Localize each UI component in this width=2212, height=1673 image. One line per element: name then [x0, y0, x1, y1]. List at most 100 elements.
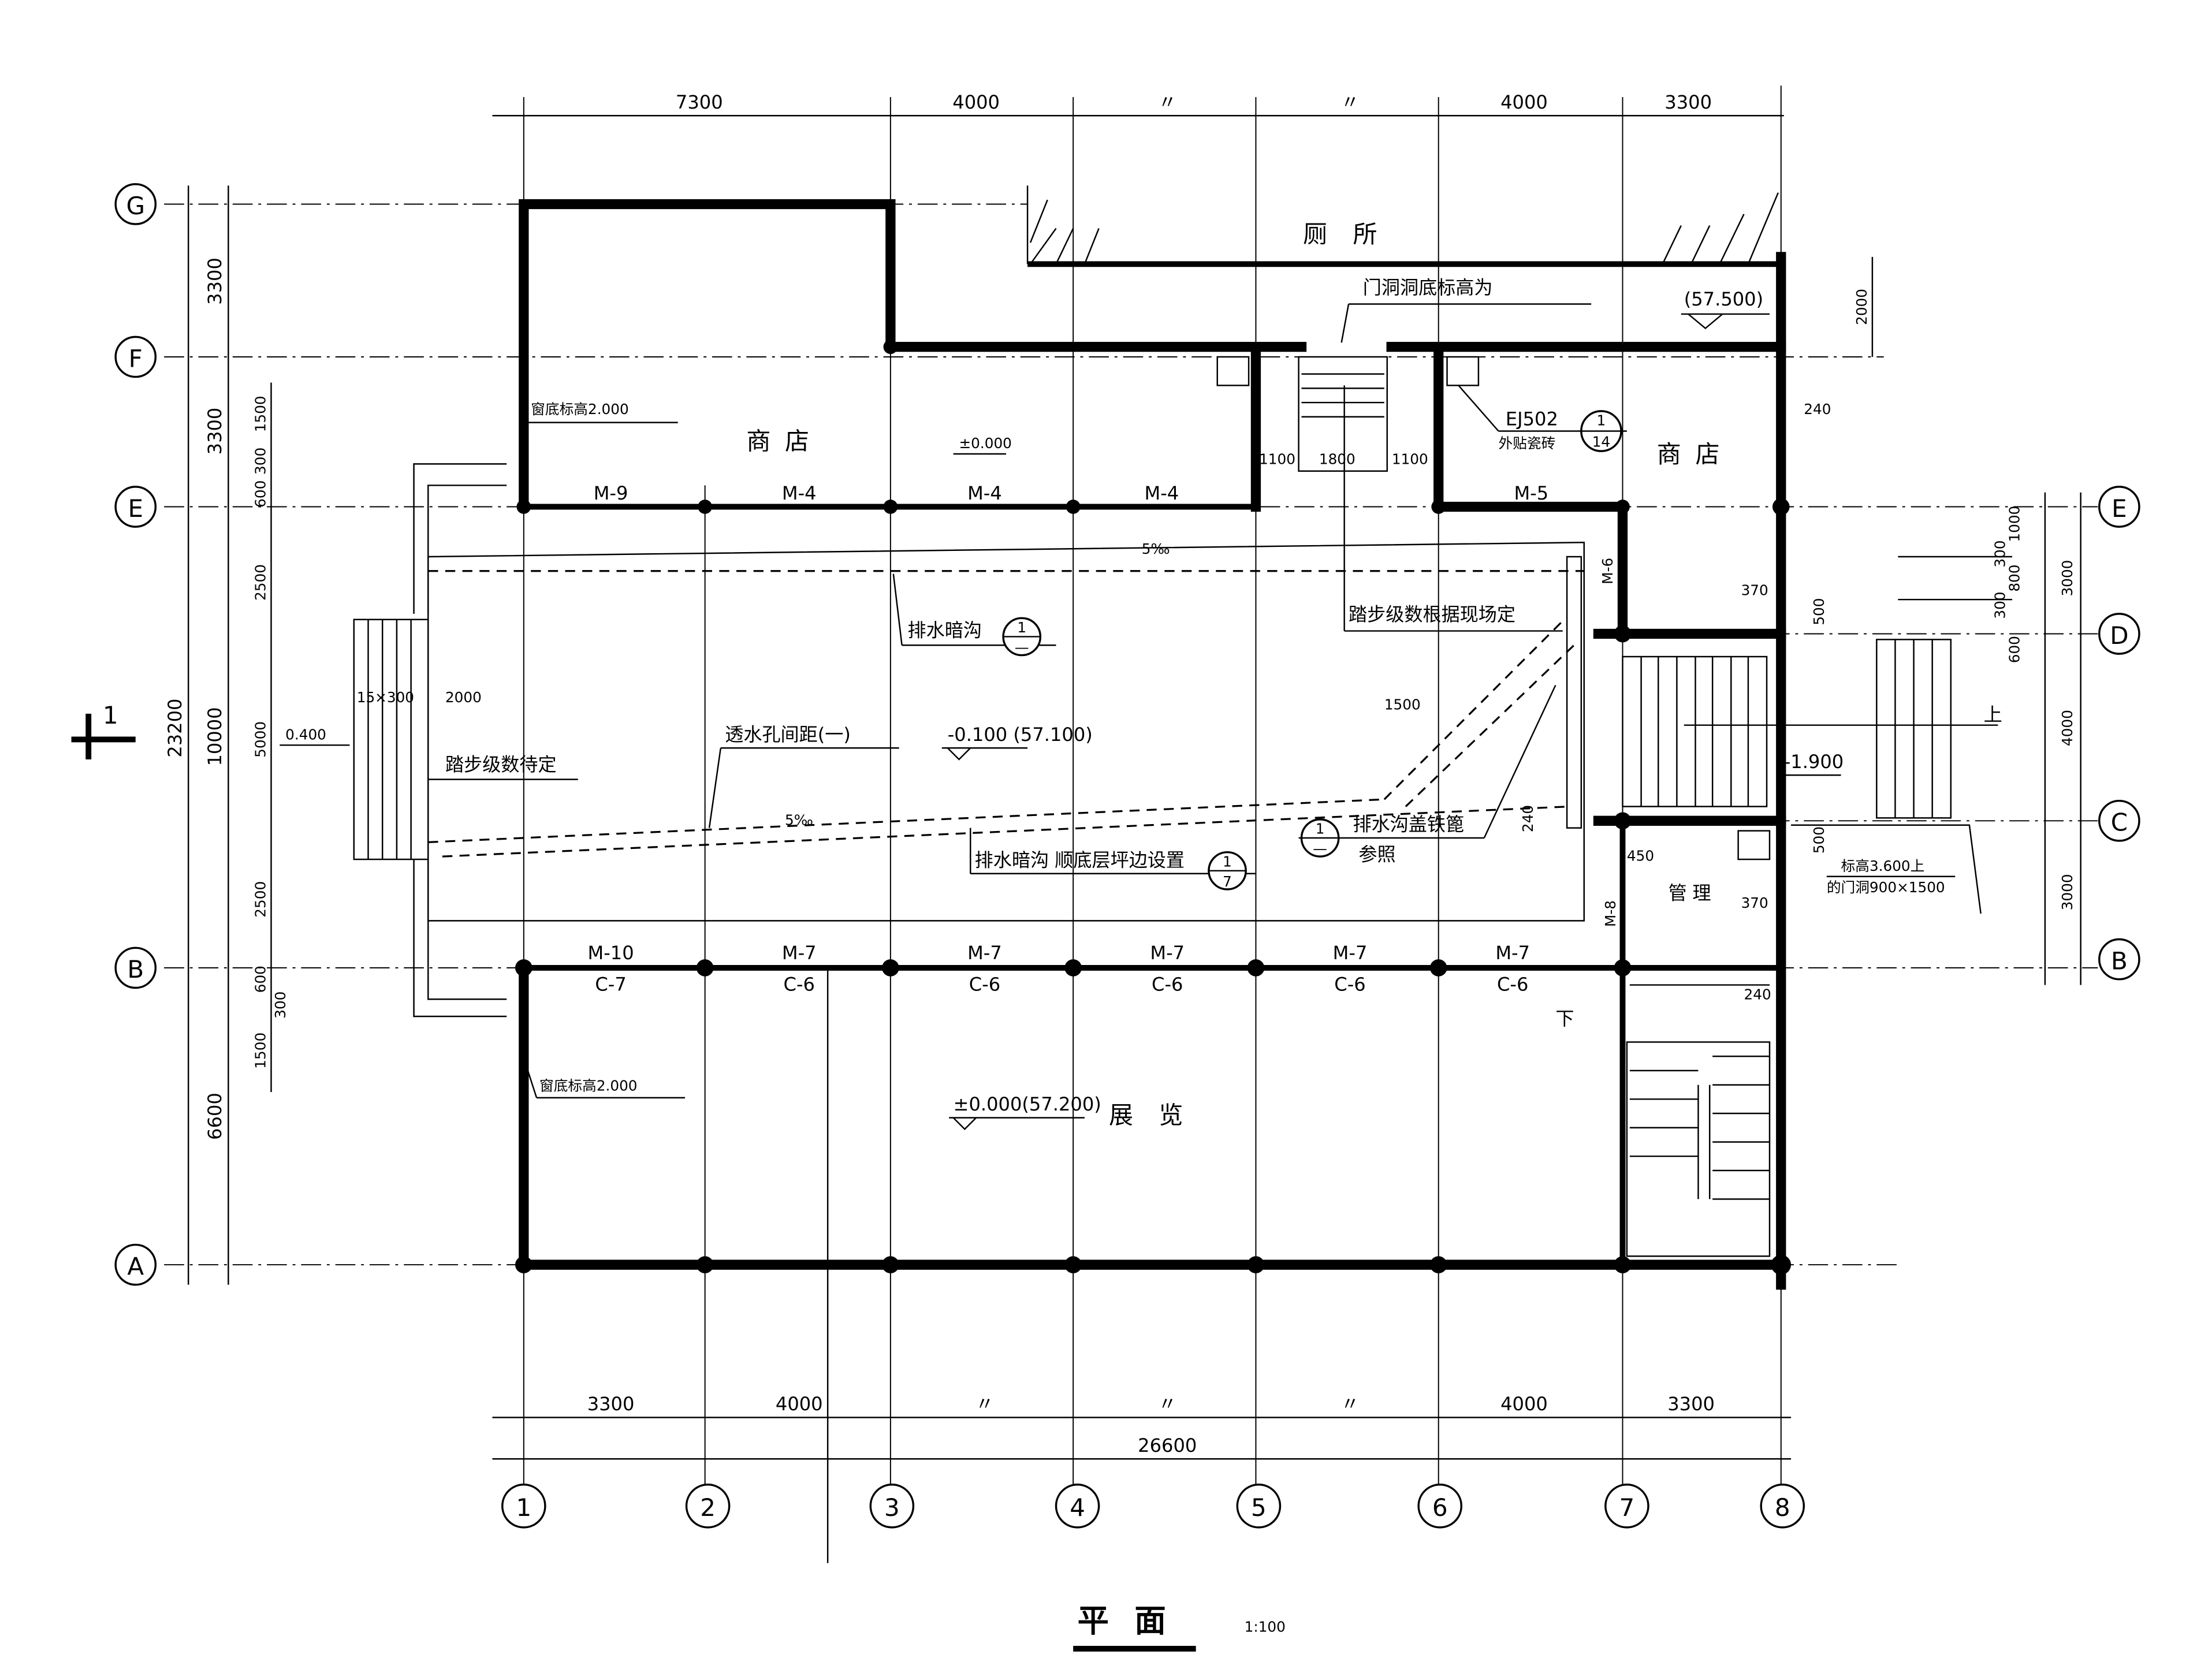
room-shop-left: 商店	[746, 427, 823, 456]
dim-left-total: 23200	[164, 699, 186, 758]
dim-left-detail: 2500	[252, 564, 269, 601]
opening-codes: M-9 M-4 M-4 M-4 M-5 M-10 M-7 M-7 M-7 M-7…	[588, 482, 1619, 995]
axis-label-5: 5	[1251, 1493, 1267, 1522]
dim-top: 〃	[1340, 91, 1359, 113]
elevation-57500: (57.500)	[1684, 288, 1763, 310]
dim-left-detail: 1500	[252, 396, 269, 432]
door-code: M-9	[594, 482, 628, 504]
arrow-up-label: 上	[1984, 703, 2002, 725]
axis-bubbles: G F E B A E D C B 1 2 3 4 5 6 7 8	[114, 183, 2140, 1529]
dim-right-detail: 300	[1992, 540, 2009, 567]
window-code: C-6	[969, 973, 1000, 995]
note-steps-entry: 15×300	[357, 689, 414, 706]
dim-misc: 500	[1811, 598, 1827, 625]
ref-1-b-top: 1	[1316, 821, 1325, 837]
dim-bottom: 〃	[975, 1393, 994, 1415]
dim-misc: 240	[1744, 986, 1771, 1003]
door-code: M-7	[1495, 942, 1530, 964]
ref-1-b-bottom: —	[1313, 840, 1327, 857]
dim-left-axis: 3300	[204, 258, 226, 305]
dim-misc: 370	[1741, 895, 1768, 911]
dim-bottom: 〃	[1158, 1393, 1176, 1415]
dim-right-detail: 600	[2006, 636, 2023, 663]
elevation-court: -0.100 (57.100)	[948, 724, 1093, 746]
arrow-down-label: 下	[1555, 1008, 1574, 1030]
note-steps-site: 踏步级数根据现场定	[1349, 603, 1515, 625]
door-code: M-6	[1599, 558, 1616, 584]
door-code: M-4	[1145, 482, 1179, 504]
door-code: M-7	[1333, 942, 1368, 964]
courtyard-features	[353, 356, 2013, 1257]
note-door-sill: 门洞洞底标高为	[1363, 277, 1493, 299]
door-code: M-4	[967, 482, 1002, 504]
door-code: M-8	[1602, 900, 1619, 927]
dim-left-detail: 2500	[252, 881, 269, 918]
axis-label-2: 2	[700, 1493, 716, 1522]
dim-bottom: 4000	[1500, 1393, 1548, 1415]
ref-1-7-top: 1	[1223, 853, 1232, 870]
structural-columns	[515, 340, 1792, 1275]
dim-right-detail: 800	[2006, 565, 2023, 592]
axis-label-e: E	[128, 494, 143, 523]
dim-left-axis: 6600	[204, 1093, 226, 1140]
ref-1-a-top: 1	[1017, 619, 1026, 636]
note-drain-hidden: 排水暗沟	[908, 619, 982, 641]
dim-top: 4000	[952, 91, 1000, 113]
note-drain-along: 排水暗沟 顺底层坪边设置	[975, 849, 1185, 871]
axis-label-7: 7	[1619, 1493, 1635, 1522]
axis-label-f: F	[129, 344, 143, 372]
slope-top: 5‰	[1142, 541, 1170, 557]
note-weep-hole: 透水孔间距(一)	[725, 724, 851, 746]
dim-misc: 370	[1741, 582, 1768, 599]
dim-top: 〃	[1158, 91, 1176, 113]
room-toilet: 厕所	[1303, 220, 1403, 248]
dim-left-detail: 600	[252, 966, 269, 993]
dim-bottom-total: 26600	[1138, 1434, 1197, 1456]
dim-bottom: 3300	[587, 1393, 635, 1415]
room-exhibition: 展览	[1109, 1101, 1209, 1129]
title-scale: 1:100	[1245, 1618, 1286, 1635]
axis-label-8: 8	[1775, 1493, 1790, 1522]
interior-stairs	[1216, 356, 1771, 1257]
dim-left-detail: 1500	[252, 1033, 269, 1069]
door-code: M-10	[588, 942, 634, 964]
dim-misc: 240	[1804, 401, 1831, 418]
axis-label-d: D	[2110, 621, 2128, 650]
entry-stairs	[353, 463, 507, 1018]
dim-misc: 1500	[1384, 696, 1421, 713]
door-code: M-7	[1150, 942, 1185, 964]
axis-label-6: 6	[1432, 1493, 1448, 1522]
axis-label-3: 3	[884, 1493, 900, 1522]
axis-label-1: 1	[516, 1493, 531, 1522]
dim-top: 7300	[676, 91, 723, 113]
dim-top: 4000	[1500, 91, 1548, 113]
dim-right-axis: 4000	[2059, 710, 2076, 746]
window-code: C-6	[1152, 973, 1183, 995]
window-code: C-6	[1334, 973, 1365, 995]
dim-left-detail: 600	[252, 480, 269, 508]
dim-stair: 1100	[1392, 450, 1428, 467]
drawing-title: 平面 1:100	[1073, 1603, 1286, 1652]
window-code: C-7	[595, 973, 626, 995]
section-number: 1	[103, 701, 118, 729]
dim-misc: 2000	[445, 689, 482, 706]
dim-top-right: 2000	[1853, 289, 1870, 325]
title-text: 平面	[1078, 1603, 1192, 1639]
dim-right-axis: 3000	[2059, 560, 2076, 597]
dim-left-detail: 5000	[252, 721, 269, 758]
dim-right-detail: 1000	[2006, 506, 2023, 542]
note-drain-cover: 排水沟盖铁篦	[1353, 814, 1464, 836]
dim-misc: 240	[1520, 805, 1536, 832]
ramp-stairs	[1622, 556, 2013, 914]
dim-bottom: 3300	[1667, 1393, 1715, 1415]
window-code: C-6	[784, 973, 815, 995]
dim-right-axis: 3000	[2059, 874, 2076, 910]
note-steps-tbd: 踏步级数待定	[445, 754, 557, 776]
elevation-entry: 0.400	[285, 726, 326, 743]
dim-right-detail: 300	[1992, 591, 2009, 618]
dim-left-detail: 300	[272, 992, 289, 1019]
annotations: 门洞洞底标高为 (57.500) EJ502 外贴瓷砖 1 14 窗底标高2.0…	[280, 277, 2002, 1130]
elevation-shop: ±0.000	[959, 435, 1011, 452]
room-shop-right: 商店	[1657, 440, 1734, 468]
note-tile: 外贴瓷砖	[1499, 435, 1556, 452]
